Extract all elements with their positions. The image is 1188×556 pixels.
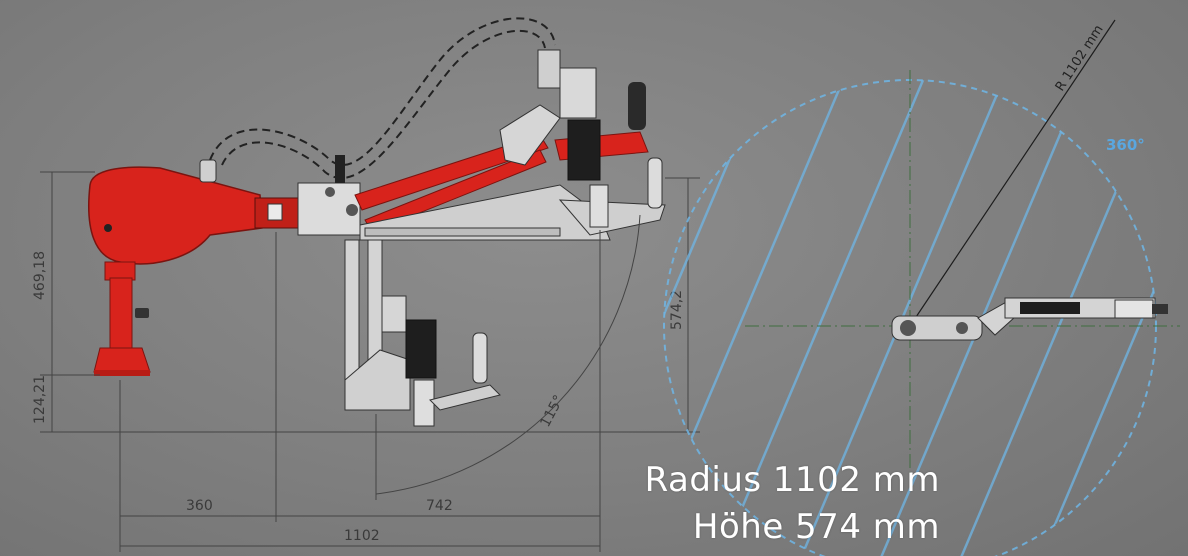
dim-radius: 1102: [344, 528, 380, 544]
caption-height: Höhe 574 mm: [692, 507, 940, 547]
motor-head: [88, 159, 300, 265]
dim-offset: 360: [186, 498, 213, 514]
dimension-lines: [40, 171, 700, 552]
dim-height: 574,2: [669, 290, 685, 330]
air-hose: [209, 17, 556, 166]
dim-base-height: 124,21: [32, 375, 48, 424]
dim-column-height: 469,18: [32, 251, 48, 300]
upper-tool: [537, 49, 663, 228]
dim-angle: 115°: [537, 393, 567, 430]
top-view-radius-label: R 1102 mm: [1053, 23, 1107, 95]
column: [93, 261, 151, 376]
top-view-rotation-label: 360°: [1106, 136, 1145, 154]
dim-reach: 742: [426, 498, 453, 514]
caption-radius: Radius 1102 mm: [644, 460, 940, 500]
grey-arm: [359, 104, 666, 241]
side-view: 124,21 469,18 574,2 360 742 1102 115°: [32, 17, 700, 552]
top-view-arm: [891, 297, 1168, 341]
lower-tool: [344, 239, 501, 427]
